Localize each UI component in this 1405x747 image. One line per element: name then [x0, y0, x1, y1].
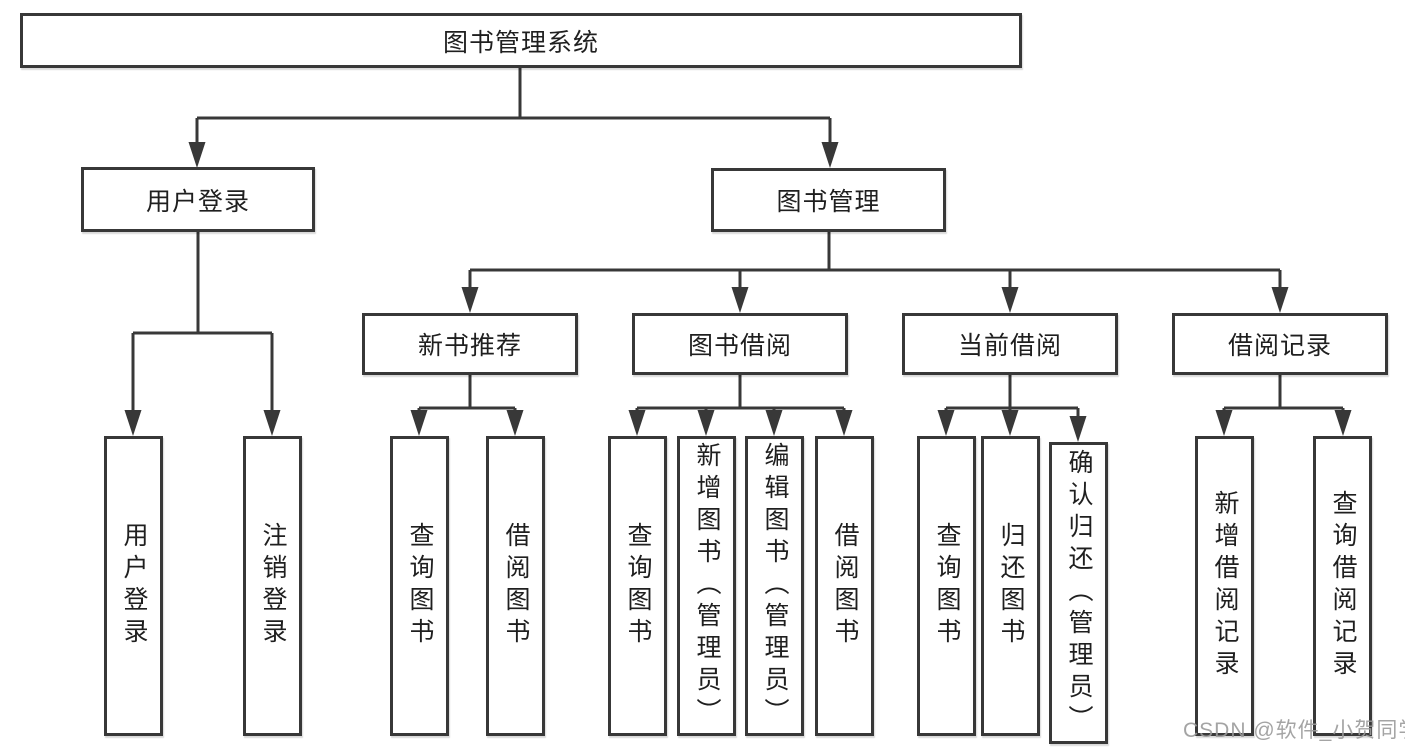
node-new-book-rec: 新书推荐: [362, 313, 578, 375]
node-br-add: 新增借阅记录: [1195, 436, 1254, 736]
node-ul-login-label: 用户登录: [120, 522, 148, 650]
node-ul-login: 用户登录: [104, 436, 163, 736]
node-nbr-query: 查询图书: [390, 436, 449, 736]
edge-borrow-records-to-children: [1215, 375, 1352, 436]
node-ul-logout-label: 注销登录: [259, 522, 287, 650]
node-nbr-borrow: 借阅图书: [486, 436, 545, 736]
node-book-mgmt: 图书管理: [711, 168, 946, 232]
edge-current-borrow-to-children: [937, 375, 1087, 442]
node-user-login: 用户登录: [81, 167, 315, 232]
edge-book-borrow-to-children: [628, 375, 853, 436]
edge-root-to-level2: [188, 68, 839, 168]
node-cb-return: 归还图书: [981, 436, 1040, 736]
node-bb-query-label: 查询图书: [624, 522, 652, 650]
csdn-watermark: CSDN @软件_小贺同学: [1183, 719, 1405, 742]
node-bb-add-label: 新增图书（管理员）: [693, 442, 721, 730]
node-bb-borrow-label: 借阅图书: [831, 522, 859, 650]
node-br-query-label: 查询借阅记录: [1329, 490, 1357, 682]
edge-new-book-rec-to-children: [410, 375, 524, 436]
node-br-add-label: 新增借阅记录: [1211, 490, 1239, 682]
node-bb-edit-label: 编辑图书（管理员）: [761, 442, 789, 730]
node-cb-confirm-label: 确认归还（管理员）: [1065, 449, 1093, 737]
node-cb-query: 查询图书: [917, 436, 976, 736]
node-cb-return-label: 归还图书: [997, 522, 1025, 650]
node-current-borrow: 当前借阅: [902, 313, 1118, 375]
edge-book-mgmt-to-children: [461, 232, 1289, 313]
node-root: 图书管理系统: [20, 13, 1022, 68]
node-nbr-query-label: 查询图书: [406, 522, 434, 650]
node-cb-confirm: 确认归还（管理员）: [1049, 442, 1108, 744]
node-nbr-borrow-label: 借阅图书: [502, 522, 530, 650]
edge-user-login-to-children: [124, 232, 281, 436]
node-ul-logout: 注销登录: [243, 436, 302, 736]
node-cb-query-label: 查询图书: [933, 522, 961, 650]
node-borrow-records: 借阅记录: [1172, 313, 1388, 375]
node-bb-add: 新增图书（管理员）: [677, 436, 736, 736]
node-bb-edit: 编辑图书（管理员）: [745, 436, 804, 736]
node-br-query: 查询借阅记录: [1313, 436, 1372, 736]
node-book-borrow: 图书借阅: [632, 313, 848, 375]
node-bb-query: 查询图书: [608, 436, 667, 736]
node-bb-borrow: 借阅图书: [815, 436, 874, 736]
